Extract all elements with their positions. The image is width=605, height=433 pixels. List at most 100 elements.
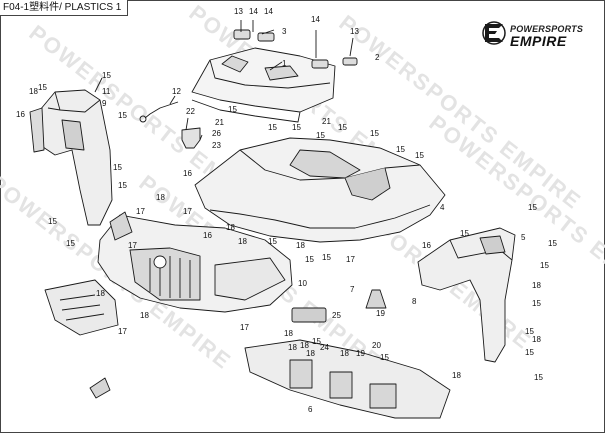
- callout-5: 5: [521, 233, 526, 242]
- callout-7: 7: [350, 285, 355, 294]
- logo-main-text: EMPIRE: [510, 33, 567, 49]
- vent-grille-part: [291, 307, 327, 323]
- callout-9: 9: [102, 99, 107, 108]
- callout-15: 15: [66, 239, 75, 248]
- trim-piece-right-a: [311, 59, 329, 69]
- callout-24: 24: [320, 343, 329, 352]
- callout-4: 4: [440, 203, 445, 212]
- left-side-panel: [29, 89, 113, 226]
- callout-18: 18: [96, 289, 105, 298]
- callout-18: 18: [284, 329, 293, 338]
- empire-logo-icon: [482, 21, 506, 45]
- callout-16: 16: [16, 110, 25, 119]
- callout-16: 16: [422, 241, 431, 250]
- callout-2: 2: [375, 53, 380, 62]
- mount-bracket: [181, 127, 201, 149]
- callout-1: 1: [282, 59, 287, 68]
- callout-13: 13: [350, 27, 359, 36]
- callout-17: 17: [136, 207, 145, 216]
- callout-17: 17: [346, 255, 355, 264]
- callout-8: 8: [412, 297, 417, 306]
- callout-23: 23: [212, 141, 221, 150]
- brand-logo: POWERSPORTS EMPIRE: [482, 21, 594, 49]
- callout-18: 18: [340, 349, 349, 358]
- callout-18: 18: [306, 349, 315, 358]
- callout-15: 15: [525, 327, 534, 336]
- callout-12: 12: [172, 87, 181, 96]
- callout-15: 15: [48, 217, 57, 226]
- callout-25: 25: [332, 311, 341, 320]
- callout-11: 11: [102, 87, 111, 96]
- callout-15: 15: [113, 163, 122, 172]
- callout-21: 21: [322, 117, 331, 126]
- callout-15: 15: [396, 145, 405, 154]
- main-hood-body: [194, 137, 446, 243]
- callout-15: 15: [292, 123, 301, 132]
- callout-18: 18: [288, 343, 297, 352]
- callout-17: 17: [240, 323, 249, 332]
- callout-22: 22: [186, 107, 195, 116]
- logo-top-text: POWERSPORTS: [510, 24, 584, 34]
- callout-16: 16: [183, 169, 192, 178]
- trim-piece-mid: [257, 32, 275, 42]
- callout-15: 15: [268, 237, 277, 246]
- page-title: F04-1塑料件/ PLASTICS 1: [0, 0, 129, 16]
- callout-15: 15: [118, 181, 127, 190]
- callout-15: 15: [370, 129, 379, 138]
- callout-10: 10: [298, 279, 307, 288]
- lower-skid-plate: [44, 279, 119, 336]
- callout-15: 15: [38, 83, 47, 92]
- callout-15: 15: [338, 123, 347, 132]
- callout-18: 18: [532, 335, 541, 344]
- hood-top-panel: [191, 47, 336, 123]
- callout-16: 16: [203, 231, 212, 240]
- callout-6: 6: [308, 405, 313, 414]
- callout-18: 18: [226, 223, 235, 232]
- callout-18: 18: [156, 193, 165, 202]
- callout-15: 15: [228, 105, 237, 114]
- callout-19: 19: [356, 349, 365, 358]
- callout-15: 15: [534, 373, 543, 382]
- callout-14: 14: [264, 7, 273, 16]
- callout-15: 15: [305, 255, 314, 264]
- callout-15: 15: [118, 111, 127, 120]
- trim-piece-left: [233, 29, 251, 40]
- callout-19: 19: [376, 309, 385, 318]
- callout-15: 15: [268, 123, 277, 132]
- callout-15: 15: [316, 131, 325, 140]
- floor-tray: [244, 339, 451, 419]
- callout-20: 20: [372, 341, 381, 350]
- callout-15: 15: [322, 253, 331, 262]
- callout-26: 26: [212, 129, 221, 138]
- callout-15: 15: [102, 71, 111, 80]
- callout-18: 18: [296, 241, 305, 250]
- callout-21: 21: [215, 118, 224, 127]
- callout-18: 18: [452, 371, 461, 380]
- callout-15: 15: [540, 261, 549, 270]
- callout-14: 14: [249, 7, 258, 16]
- callout-15: 15: [312, 337, 321, 346]
- callout-15: 15: [528, 203, 537, 212]
- callout-15: 15: [532, 299, 541, 308]
- callout-14: 14: [311, 15, 320, 24]
- callout-15: 15: [380, 353, 389, 362]
- front-fascia-grille: [97, 211, 293, 313]
- callout-18: 18: [300, 341, 309, 350]
- callout-17: 17: [118, 327, 127, 336]
- cable-part: [144, 101, 179, 119]
- callout-18: 18: [29, 87, 38, 96]
- callout-13: 13: [234, 7, 243, 16]
- callout-18: 18: [140, 311, 149, 320]
- callout-18: 18: [532, 281, 541, 290]
- callout-15: 15: [460, 229, 469, 238]
- cap-knob-part: [365, 289, 387, 309]
- callout-3: 3: [282, 27, 287, 36]
- callout-17: 17: [128, 241, 137, 250]
- callout-15: 15: [415, 151, 424, 160]
- trim-piece-right-b: [342, 57, 358, 66]
- small-bracket-part: [89, 377, 111, 399]
- callout-15: 15: [525, 348, 534, 357]
- callout-18: 18: [238, 237, 247, 246]
- callout-17: 17: [183, 207, 192, 216]
